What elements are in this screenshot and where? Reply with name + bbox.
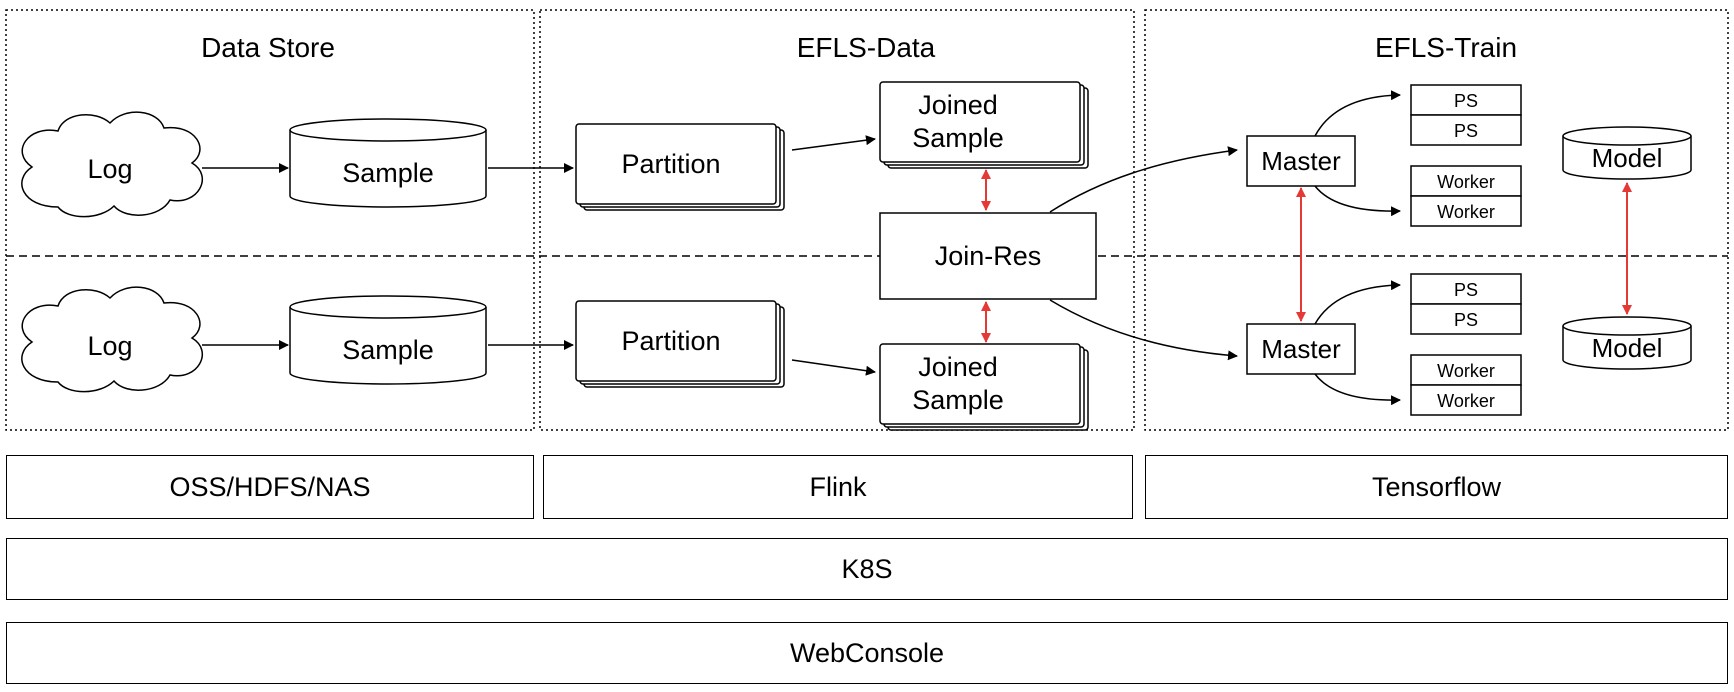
master-label-bottom: Master [1261,334,1341,364]
ps-label: PS [1454,280,1478,300]
cloud-icon [21,286,203,393]
efls-train-frame [1144,9,1729,431]
database-icon [289,307,487,385]
efls-data-title: EFLS-Data [797,32,936,63]
join-res-label: Join-Res [935,241,1042,271]
efls-data-frame [539,9,1135,431]
data-store-title: Data Store [201,32,335,63]
log-cloud-bottom: Log [21,286,203,393]
joined-label-line1: Joined [918,90,998,120]
sample-cylinder-top: Sample [289,118,487,208]
partition-label: Partition [621,326,720,356]
model-label: Model [1592,333,1663,363]
partition-stack-bottom: Partition [575,300,785,388]
log-cloud-top: Log [21,111,203,218]
arrow-master-ps-top [1314,90,1401,137]
join-res-box [879,212,1097,300]
joined-sample-stack-top: Joined Sample [879,81,1089,169]
ps-label: PS [1454,310,1478,330]
master-label-top: Master [1261,146,1341,176]
k8s-layer: K8S [6,538,1728,600]
sample-label: Sample [342,335,434,365]
model-cylinder-top: Model [1562,126,1692,180]
worker-label: Worker [1437,391,1495,411]
database-icon [289,130,487,208]
worker-box [1410,195,1522,227]
log-label: Log [87,331,132,361]
worker-label: Worker [1437,202,1495,222]
joined-sample-stack-bottom: Joined Sample [879,343,1089,431]
ps-box [1410,273,1522,305]
arrow-joinres-master-bottom [1049,299,1238,361]
data-store-frame [5,9,535,431]
master-box-bottom [1246,323,1356,375]
database-icon [1562,136,1692,180]
joined-label-line2: Sample [912,123,1004,153]
model-label: Model [1592,143,1663,173]
ps-box [1410,303,1522,335]
webconsole-layer: WebConsole [6,622,1728,684]
sample-label: Sample [342,158,434,188]
sample-cylinder-bottom: Sample [289,295,487,385]
model-cylinder-bottom: Model [1562,316,1692,370]
ps-box [1410,84,1522,116]
log-label: Log [87,154,132,184]
joined-label-line1: Joined [918,352,998,382]
section-frames [5,9,1729,431]
arrow-joinres-master-top [1049,146,1238,213]
worker-label: Worker [1437,361,1495,381]
partition-label: Partition [621,149,720,179]
worker-box [1410,165,1522,197]
partition-stack-top: Partition [575,123,785,211]
efls-train-title: EFLS-Train [1375,32,1517,63]
ps-label: PS [1454,91,1478,111]
arrow-partition-joined-bottom [791,359,876,376]
worker-label: Worker [1437,172,1495,192]
ps-label: PS [1454,121,1478,141]
master-box-top [1246,135,1356,187]
cloud-icon [21,111,203,218]
database-icon [1562,326,1692,370]
worker-box [1410,384,1522,416]
arrow-master-worker-bottom [1314,373,1401,406]
arrow-master-ps-bottom [1314,280,1401,325]
compute-layer: Flink [543,455,1133,519]
arrow-master-worker-top [1314,185,1401,217]
joined-label-line2: Sample [912,385,1004,415]
storage-layer: OSS/HDFS/NAS [6,455,534,519]
arrow-partition-joined-top [791,135,876,151]
ps-box [1410,114,1522,146]
training-layer: Tensorflow [1145,455,1728,519]
worker-box [1410,354,1522,386]
